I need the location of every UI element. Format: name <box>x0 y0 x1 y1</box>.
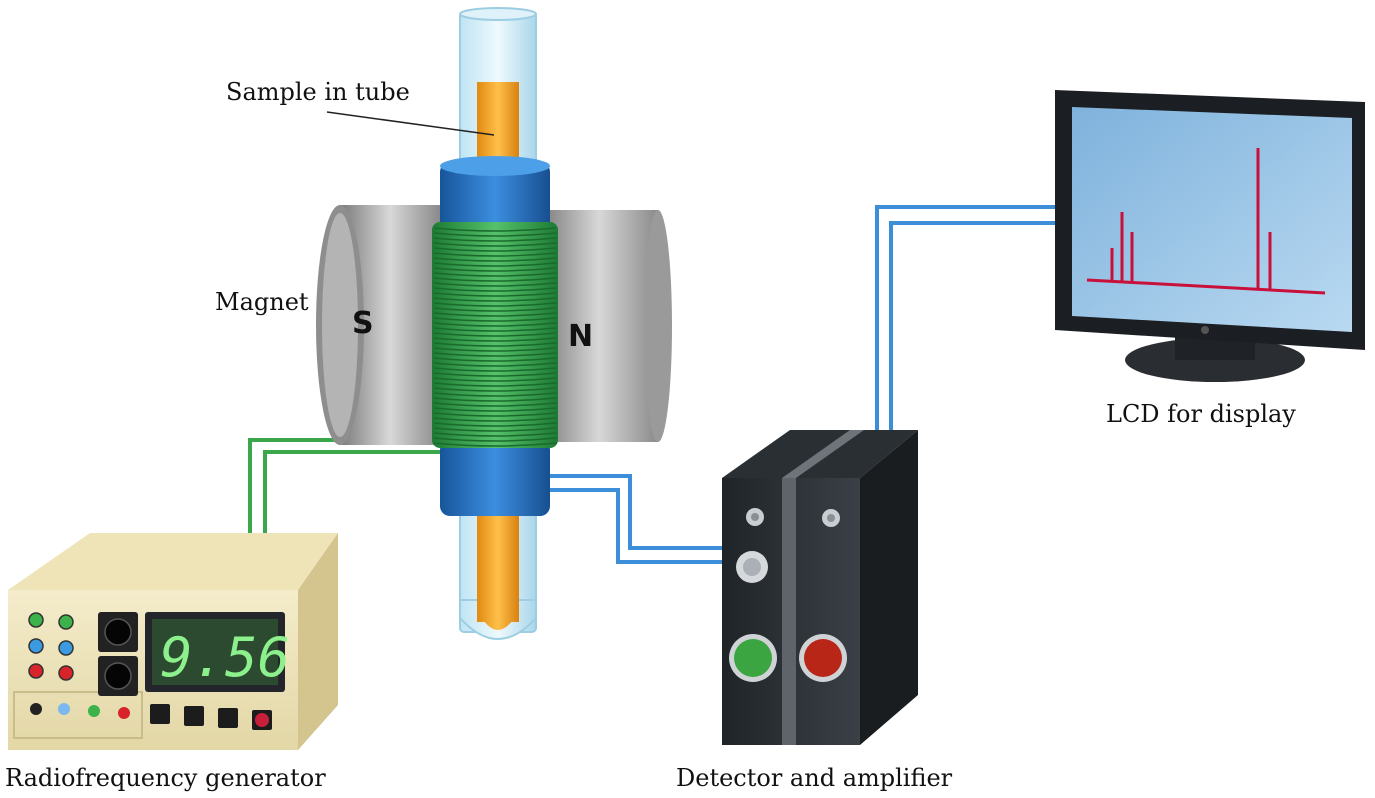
rf-small-buttons <box>150 704 272 730</box>
lcd-wires <box>875 205 1058 430</box>
upper-collar <box>440 156 550 232</box>
rf-large-buttons <box>98 612 138 696</box>
lower-collar <box>440 440 550 516</box>
detector-box <box>722 430 918 745</box>
magnet-south <box>316 205 440 445</box>
rf-wires <box>248 438 445 540</box>
detector-knob-large <box>736 551 768 583</box>
detector-green-button <box>729 634 777 682</box>
lcd-monitor <box>1055 90 1365 382</box>
sample-label: Sample in tube <box>226 78 410 106</box>
detector-knob-small-right <box>822 509 840 527</box>
detector-red-button <box>799 634 847 682</box>
rf-generator-label: Radiofrequency generator <box>5 764 326 792</box>
lcd-label: LCD for display <box>1106 400 1296 428</box>
rf-indicator-lights <box>28 612 130 719</box>
south-pole-label: S <box>352 306 374 341</box>
magnet-label: Magnet <box>215 288 309 316</box>
detector-knob-small-left <box>746 508 764 526</box>
detector-wires <box>545 474 725 564</box>
detector-label: Detector and amplifier <box>676 764 953 792</box>
north-pole-label: N <box>568 319 593 354</box>
magnet-north <box>540 210 672 442</box>
sample-pointer-line <box>326 111 495 136</box>
rf-digital-display <box>145 612 285 692</box>
rf-display-readout: 9.56 <box>160 626 290 689</box>
spectrum-plot <box>1086 148 1326 295</box>
rf-coil <box>432 222 558 448</box>
